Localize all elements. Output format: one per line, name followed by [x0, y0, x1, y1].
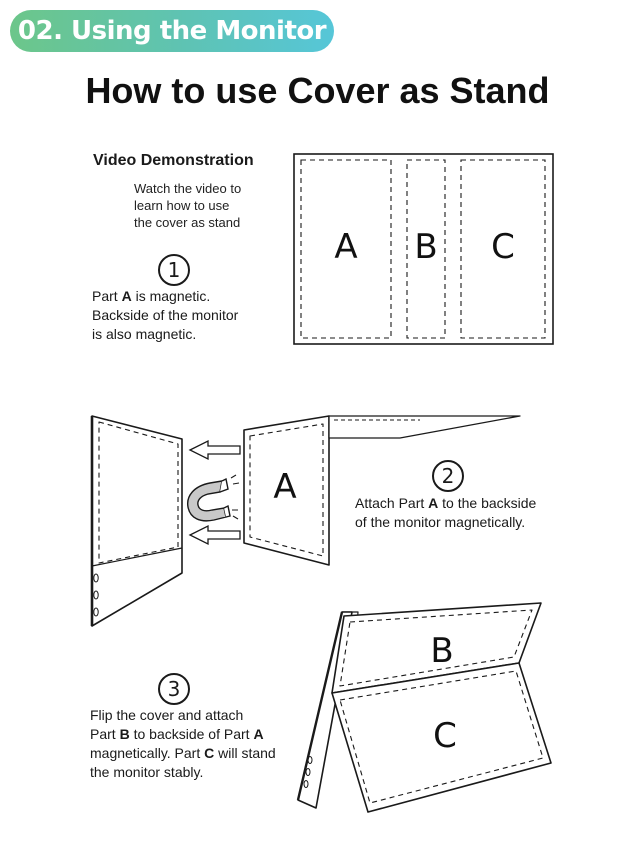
step-2-text: Attach Part A to the backside of the mon… — [355, 495, 537, 530]
step-3-number: 3 — [158, 673, 190, 705]
monitor-step-3 — [296, 602, 552, 813]
video-heading[interactable]: Video Demonstration — [93, 152, 254, 169]
magnet-icon — [187, 474, 240, 522]
step-3-panel-c-label: C — [433, 716, 457, 756]
step-2-panel-a-label: A — [273, 467, 296, 507]
step-3-text: Flip the cover and attach Part B to back… — [90, 707, 276, 780]
step-3-panel-b-label: B — [430, 631, 453, 671]
step-1-number: 1 — [158, 254, 190, 286]
section-label: 02. Using the Monitor — [10, 10, 334, 52]
video-line-2: learn how to use — [134, 198, 230, 213]
step-2-number: 2 — [432, 460, 464, 492]
step-1-text: Part A is magnetic. Backside of the moni… — [92, 288, 239, 342]
monitor-step-2 — [90, 415, 183, 627]
panel-c-label: C — [491, 227, 515, 267]
video-line-1: Watch the video to — [134, 181, 242, 196]
panel-a-label: A — [334, 227, 357, 267]
page-title: How to use Cover as Stand — [85, 70, 550, 111]
cover-step-2 — [243, 415, 521, 566]
panel-b-label: B — [414, 227, 437, 267]
arrow-left-icon — [188, 439, 241, 546]
cover-diagram — [293, 153, 554, 345]
video-line-3: the cover as stand — [134, 215, 241, 230]
